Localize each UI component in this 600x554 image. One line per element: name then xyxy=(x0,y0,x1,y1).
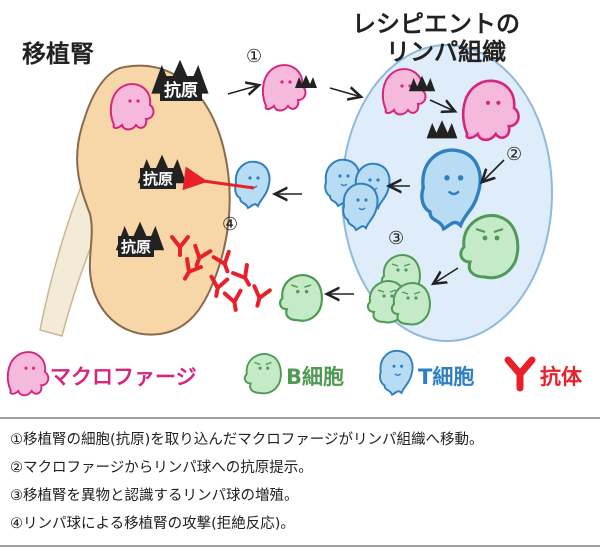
legend-bcell-icon xyxy=(243,352,282,395)
legend-bcell-label: B細胞 xyxy=(286,365,345,389)
legend-antibody-icon xyxy=(504,356,536,392)
step-1-marker: ① xyxy=(246,46,263,67)
antigen-label-top: 抗原 xyxy=(160,76,202,101)
note-2: ②マクロファージからリンパ球への抗原提示。 xyxy=(10,460,313,476)
legend-macrophage-icon xyxy=(6,351,50,397)
note-4: ④リンパ球による移植腎の攻撃(拒絶反応)。 xyxy=(10,516,295,532)
macrophage-in-kidney xyxy=(109,83,155,131)
legend-tcell-label: T細胞 xyxy=(418,365,475,389)
kidney-label: 移植腎 xyxy=(22,40,94,68)
antibody-7 xyxy=(247,284,272,310)
legend-tcell-icon xyxy=(379,349,414,396)
bcell-activated xyxy=(459,213,520,280)
antibody-8 xyxy=(222,288,246,314)
bcell-cluster-3 xyxy=(390,281,431,326)
arrow-1b xyxy=(329,88,358,96)
macrophage-in-lymph xyxy=(461,79,520,142)
note-1: ①移植腎の細胞(抗原)を取り込んだマクロファージがリンパ組織へ移動。 xyxy=(10,432,484,448)
antigen-label-middle: 抗原 xyxy=(140,168,177,189)
step-3-marker: ③ xyxy=(388,228,405,249)
bcell-secreting xyxy=(279,273,323,322)
step-4-marker: ④ xyxy=(222,214,239,235)
arrow-1a xyxy=(227,86,256,94)
arrow-1c xyxy=(429,99,452,110)
kidney-shape xyxy=(76,64,231,336)
lymph-label-line1: レシピエントの xyxy=(352,10,520,38)
antigen-label-bottom: 抗原 xyxy=(118,236,155,257)
arrow-2 xyxy=(484,159,505,180)
arrow-attack-red xyxy=(182,166,255,191)
antibody-6 xyxy=(231,263,258,291)
arrow-3 xyxy=(436,267,459,282)
legend-macrophage-label: マクロファージ xyxy=(50,365,197,389)
legend-antibody-label: 抗体 xyxy=(540,365,582,389)
macrophage-migrating-2 xyxy=(381,68,427,116)
lymph-label-line2: リンパ組織 xyxy=(386,38,506,66)
note-3: ③移植腎を異物と認識するリンパ球の増殖。 xyxy=(10,488,299,504)
step-2-marker: ② xyxy=(506,144,523,165)
